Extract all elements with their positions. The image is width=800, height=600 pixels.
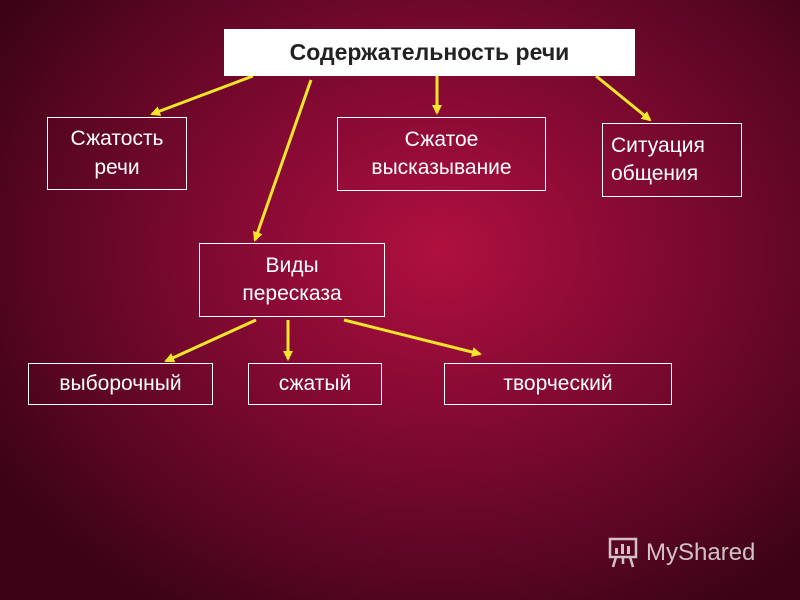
node-creative-label: творческий [503, 371, 613, 395]
arrow-types-to-selective [164, 318, 257, 363]
node-types-line-2: пересказа [242, 282, 342, 305]
node-compress: Сжатость речи [47, 117, 187, 190]
node-selective: выборочный [28, 363, 213, 405]
node-situation: Ситуация общения [602, 123, 742, 197]
node-compressed-label: сжатый [278, 371, 352, 395]
presentation-board-icon [608, 537, 638, 568]
root-node: Содержательность речи [224, 29, 635, 76]
watermark-text: MyShared [646, 539, 756, 566]
arrow-root-to-types [252, 79, 313, 242]
node-statement: Сжатое высказывание [337, 117, 546, 191]
node-types: Виды пересказа [199, 243, 385, 317]
arrow-root-to-situation [595, 74, 652, 122]
node-selective-label: выборочный [59, 371, 182, 395]
node-compressed: сжатый [248, 363, 382, 405]
arrow-root-to-compress [150, 74, 254, 116]
node-statement-line-2: высказывание [371, 156, 512, 179]
node-statement-line-1: Сжатое [404, 127, 479, 151]
node-creative: творческий [444, 363, 672, 405]
node-compress-line-1: Сжатость [70, 127, 164, 151]
node-types-line-1: Виды [265, 253, 319, 277]
watermark: MyShared [606, 536, 755, 570]
root-node-label: Содержательность речи [289, 38, 570, 65]
node-situation-line-1: Ситуация [611, 133, 705, 157]
arrow-types-to-creative [343, 318, 482, 357]
node-compress-line-2: речи [94, 155, 140, 179]
node-situation-line-2: общения [611, 162, 699, 185]
